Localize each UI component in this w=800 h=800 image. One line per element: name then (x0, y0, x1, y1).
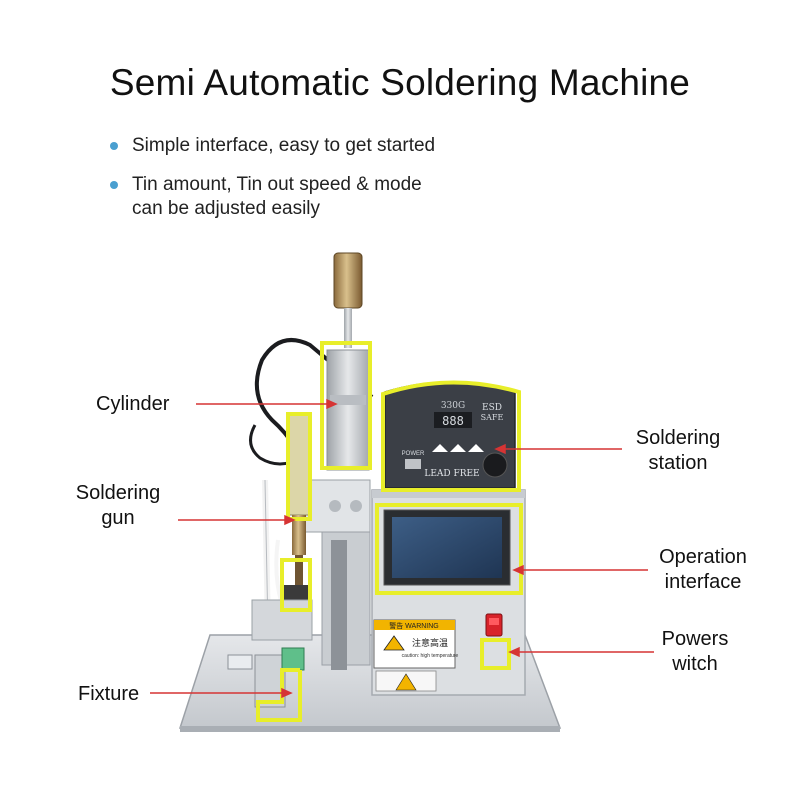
down-button-icon (450, 444, 466, 452)
feature-item: Tin amount, Tin out speed & mode can be … (110, 173, 435, 221)
label-soldering-gun-line1: Soldering (75, 482, 161, 504)
fixture-highlight (256, 668, 302, 722)
label-operation-interface-line2: interface (664, 571, 742, 593)
label-power-switch-line1: Powers (661, 628, 729, 650)
station-display-text: 888 (442, 414, 464, 428)
label-cylinder: Cylinder (96, 393, 170, 415)
highlight-boxes (256, 341, 523, 722)
warning-sticker: 警告 WARNING 注意高温 caution: high temperatur… (373, 619, 459, 692)
label-soldering-station-line1: Soldering (635, 427, 721, 449)
feature-list: Simple interface, easy to get started Ti… (110, 134, 435, 236)
vertical-column (299, 479, 371, 670)
fixture (227, 647, 305, 708)
station-power-switch (405, 459, 421, 469)
interface-highlight (375, 503, 523, 595)
power-switch-arrowhead-icon (508, 646, 520, 658)
soldering-station: 330G 888 ESD SAFE POWER LEAD FREE (384, 381, 516, 489)
gun-arrowhead-icon (284, 514, 296, 526)
bullet-icon (110, 181, 118, 189)
station-highlight (381, 380, 521, 492)
safe-text: SAFE (481, 413, 504, 422)
up-button-icon (432, 444, 448, 452)
station-knob-icon (482, 452, 508, 478)
power-switch-highlight (480, 638, 511, 670)
label-power-switch-line2: witch (672, 653, 718, 675)
feature-text: Tin amount, Tin out speed & mode (132, 174, 422, 195)
warning-header-text: 警告 WARNING (389, 621, 439, 630)
cylinder-arrowhead-icon (326, 398, 338, 410)
heat-warning-icon (395, 673, 417, 691)
feature-text: Simple interface, easy to get started (132, 135, 436, 156)
gun-highlight-upper (286, 412, 312, 521)
cylinder-highlight (320, 341, 372, 470)
esd-text: ESD (482, 403, 502, 413)
bullet-icon (110, 142, 118, 150)
station-arrowhead-icon (494, 443, 506, 455)
gun-highlight-lower (280, 558, 312, 612)
fixture-arrowhead-icon (281, 687, 293, 699)
interface-arrowhead-icon (512, 564, 524, 576)
feature-item: Simple interface, easy to get started (110, 134, 435, 158)
warning-cn-text: 注意高温 (412, 637, 448, 648)
warning-en-text: caution: high temperature (402, 653, 459, 659)
cylinder (326, 252, 370, 471)
label-fixture: Fixture (78, 683, 140, 705)
label-power-switch: Powers witch (652, 627, 738, 677)
touch-screen (383, 509, 511, 586)
page-title: Semi Automatic Soldering Machine (109, 62, 691, 103)
lead-free-text: LEAD FREE (424, 469, 479, 479)
label-soldering-gun: Soldering gun (68, 481, 168, 531)
label-operation-interface-line1: Operation (659, 546, 747, 568)
label-soldering-gun-line2: gun (101, 507, 135, 529)
feature-text-continued: can be adjusted easily (132, 198, 321, 219)
callout-arrows (150, 398, 654, 699)
label-soldering-station: Soldering station (626, 426, 730, 476)
label-operation-interface: Operation interface (648, 545, 758, 595)
label-soldering-station-line2: station (648, 452, 708, 474)
power-text: POWER (402, 451, 425, 457)
station-model-text: 330G (441, 401, 465, 411)
warning-triangle-icon (383, 635, 405, 651)
set-button-icon (468, 444, 484, 452)
